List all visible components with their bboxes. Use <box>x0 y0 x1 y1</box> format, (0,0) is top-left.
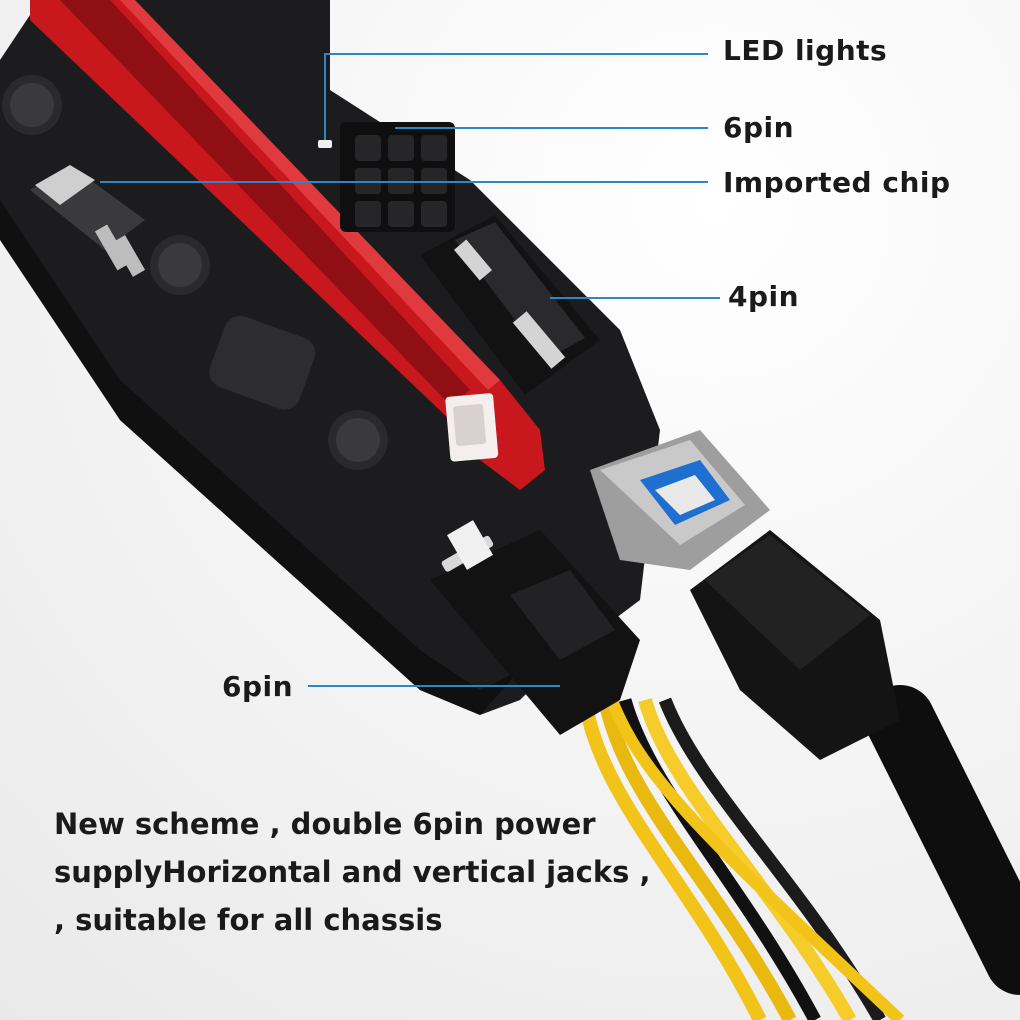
led-component <box>318 140 332 148</box>
callout-6pin-bottom: 6pin <box>222 670 294 703</box>
callout-4pin: 4pin <box>728 280 800 313</box>
power-cable-bundle <box>578 692 905 1020</box>
caption-line-1: New scheme , double 6pin power <box>54 807 596 841</box>
six-pin-plug-bottom <box>430 520 640 735</box>
callout-line-led <box>324 53 708 140</box>
regulator-chip <box>30 165 146 277</box>
pcie-x16-slot <box>30 0 545 490</box>
six-pin-header-top <box>340 122 455 232</box>
inductor <box>209 315 316 410</box>
usb-cable <box>690 530 1020 995</box>
callout-lines <box>100 53 720 687</box>
caption-line-2: supplyHorizontal and vertical jacks , <box>54 855 651 889</box>
callout-6pin-top: 6pin <box>723 111 795 144</box>
callout-led-lights: LED lights <box>723 34 888 67</box>
product-caption: New scheme , double 6pin power supplyHor… <box>54 800 694 944</box>
pcb-board <box>0 0 660 715</box>
callout-imported-chip: Imported chip <box>723 166 951 199</box>
four-pin-molex <box>420 215 600 395</box>
caption-line-3: , suitable for all chassis <box>54 903 443 937</box>
usb3-port <box>590 430 770 570</box>
